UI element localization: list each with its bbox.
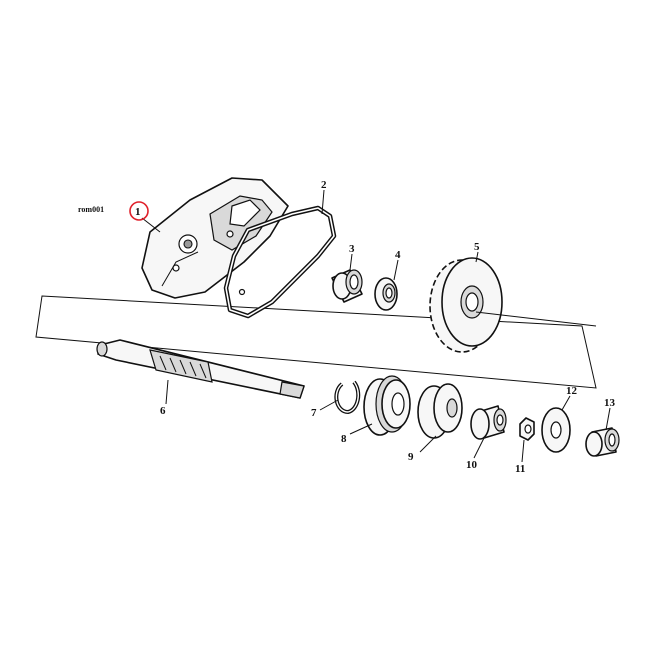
- part-1-cover-housing[interactable]: [141, 177, 289, 299]
- part-3-bearing[interactable]: [331, 269, 363, 303]
- leader-lines: [141, 189, 611, 463]
- part-12-thrust-washer[interactable]: [541, 407, 571, 453]
- callout-2[interactable]: 2: [321, 179, 327, 191]
- part-7-snap-ring[interactable]: [334, 380, 361, 415]
- callout-1[interactable]: 1: [135, 206, 141, 218]
- callout-6[interactable]: 6: [160, 405, 166, 417]
- drawing-code: rom001: [78, 205, 104, 214]
- part-4-washer[interactable]: [374, 277, 398, 311]
- assembly-outline: [35, 295, 597, 389]
- callout-9[interactable]: 9: [408, 451, 414, 463]
- part-11-nut[interactable]: [519, 417, 535, 441]
- part-13-needle-bearing[interactable]: [585, 427, 620, 457]
- selected-callout-ring: [129, 201, 149, 221]
- callout-8[interactable]: 8: [341, 433, 347, 445]
- callout-11[interactable]: 11: [515, 463, 525, 475]
- part-9-pinion[interactable]: [417, 383, 463, 439]
- callout-5[interactable]: 5: [474, 241, 480, 253]
- callout-13[interactable]: 13: [604, 397, 616, 409]
- part-5-gear[interactable]: [429, 257, 503, 353]
- callout-12[interactable]: 12: [566, 385, 578, 397]
- part-2-gasket[interactable]: [223, 205, 337, 319]
- callout-7[interactable]: 7: [311, 407, 317, 419]
- callout-3[interactable]: 3: [349, 243, 355, 255]
- part-6-shaft[interactable]: [96, 339, 305, 399]
- part-8-collar[interactable]: [363, 375, 411, 436]
- part-10-bushing[interactable]: [470, 405, 507, 440]
- callout-10[interactable]: 10: [466, 459, 478, 471]
- callout-4[interactable]: 4: [395, 249, 401, 261]
